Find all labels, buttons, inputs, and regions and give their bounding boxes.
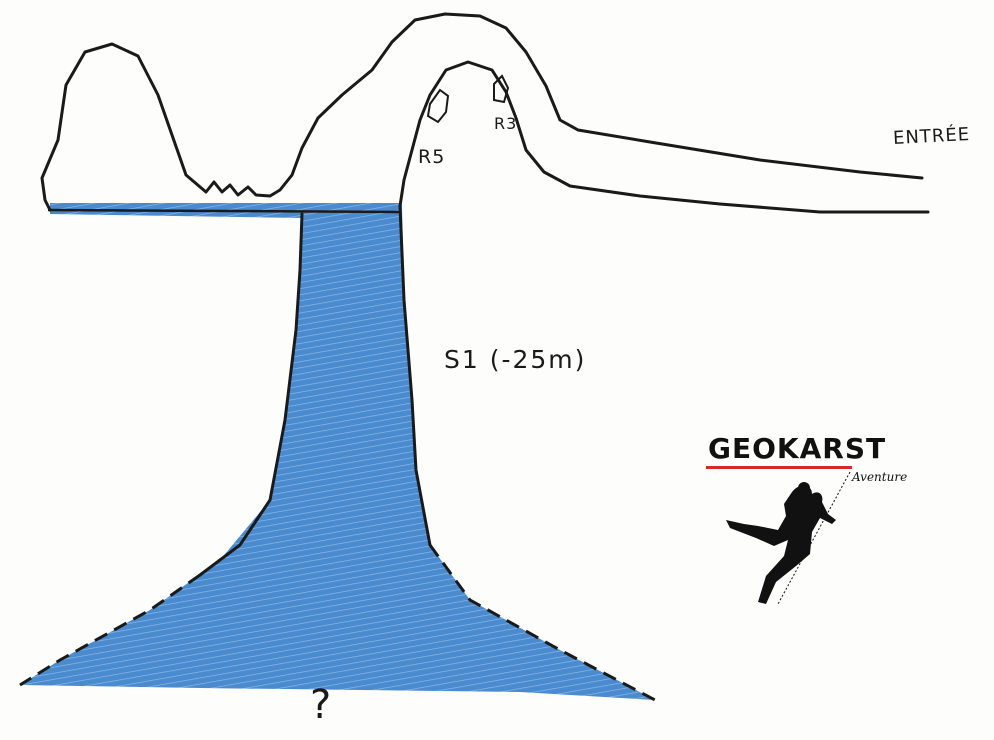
r3-label: R3 [494, 114, 518, 133]
unexplored-right-dashed [428, 544, 656, 702]
flooded-gallery-water [20, 203, 655, 700]
logo-underline [706, 466, 852, 469]
sump-depth-label: S1 (-25m) [444, 345, 587, 374]
unexplored-left-dashed [19, 573, 201, 687]
geokarst-logo: GEOKARST Aventure [700, 432, 940, 612]
r5-label: R5 [418, 146, 446, 168]
logo-wordmark: GEOKARST [708, 432, 887, 465]
r5-step-outline [426, 88, 450, 124]
shaft-right-wall [398, 204, 432, 547]
r3-step-outline [493, 74, 510, 104]
unknown-continuation-label: ? [310, 682, 333, 728]
logo-subtitle: Aventure [852, 470, 908, 484]
water-surface-line [47, 208, 401, 214]
lower-passage-outline [398, 60, 930, 214]
entrance-label: ENTRÉE [892, 123, 971, 150]
left-chamber-outline [40, 12, 924, 212]
shaft-left-wall [198, 212, 304, 577]
scuba-diver-icon [726, 471, 851, 605]
